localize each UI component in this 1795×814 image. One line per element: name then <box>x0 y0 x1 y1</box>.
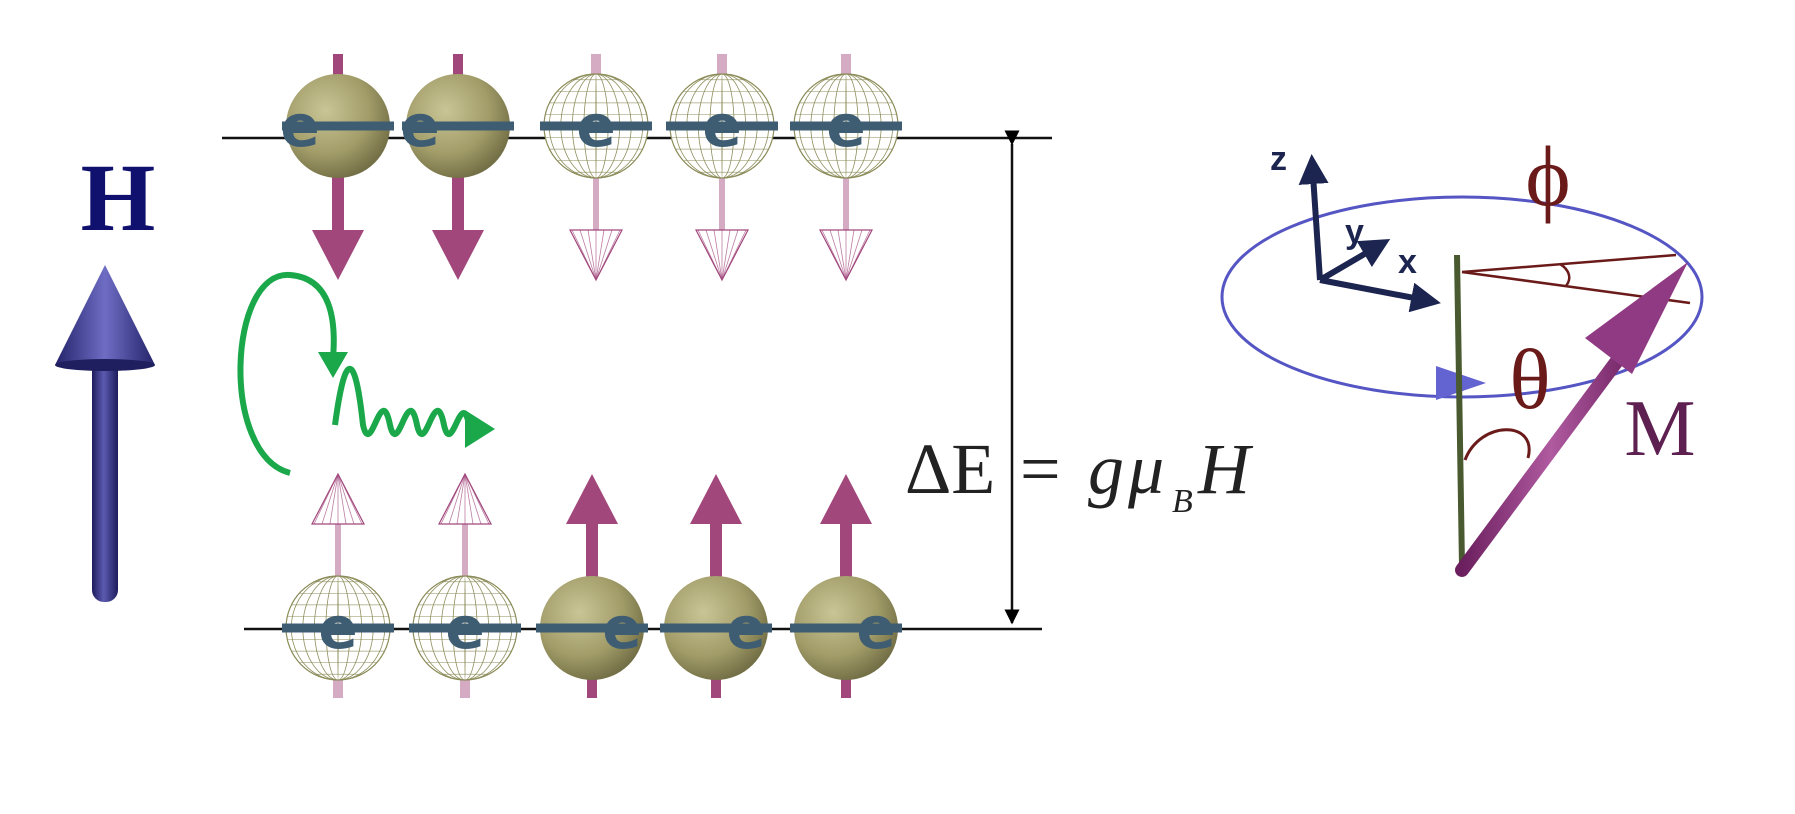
phi-label: ϕ <box>1525 128 1570 224</box>
axis-z-label: z <box>1270 140 1287 178</box>
field-label: H <box>81 144 156 251</box>
coordinate-axes <box>1298 154 1441 313</box>
upper-electron: e <box>540 54 652 282</box>
spin-arrow-head <box>820 474 872 524</box>
lower-electron: e <box>536 474 648 698</box>
electron-symbol: e <box>280 92 319 160</box>
spin-flip-arrow <box>237 271 348 476</box>
energy-delta: ΔE <box>905 429 995 509</box>
moment-arrow-head <box>1585 262 1688 374</box>
bohr-subscript: B <box>1172 483 1193 520</box>
electron-symbol: e <box>702 92 741 160</box>
electron-symbol: e <box>602 594 641 662</box>
electron-symbol: e <box>318 594 357 662</box>
lower-electron: e <box>660 474 772 698</box>
spin-arrow-head <box>690 474 742 524</box>
electron-symbol: e <box>726 594 765 662</box>
lower-electron: e <box>790 474 902 698</box>
bohr-magneton: μ <box>1127 429 1164 509</box>
electron-symbol: e <box>400 92 439 160</box>
axis-x-label: x <box>1398 243 1417 281</box>
lower-electron: e <box>409 472 521 698</box>
equals-sign: = <box>1020 429 1061 509</box>
lower-electron: e <box>282 472 394 698</box>
electron-symbol: e <box>445 594 484 662</box>
photon-wave <box>332 366 495 448</box>
spin-arrow-head <box>312 230 364 280</box>
upper-electron: e <box>280 54 394 280</box>
upper-electron: e <box>790 54 902 282</box>
electron-symbol: e <box>826 92 865 160</box>
field-symbol: H <box>1197 429 1254 509</box>
moment-arrow-shaft <box>1455 323 1647 577</box>
energy-equation: ΔE = g μ B H <box>905 429 1254 520</box>
g-factor: g <box>1088 429 1124 509</box>
phi-arc <box>1559 262 1571 287</box>
moment-label: M <box>1624 385 1695 473</box>
axis-y-label: y <box>1345 213 1364 251</box>
theta-label: θ <box>1509 331 1550 427</box>
vertical-axis <box>1454 254 1465 567</box>
magnetic-field-arrow <box>55 265 155 602</box>
upper-electron: e <box>400 54 514 280</box>
upper-electron: e <box>666 54 778 282</box>
electron-symbol: e <box>856 594 895 662</box>
spin-arrow-head <box>432 230 484 280</box>
spin-arrow-head <box>566 474 618 524</box>
electron-symbol: e <box>576 92 615 160</box>
theta-arc <box>1463 428 1531 461</box>
precession-diagram: z y x ϕ θ M <box>1220 128 1704 577</box>
